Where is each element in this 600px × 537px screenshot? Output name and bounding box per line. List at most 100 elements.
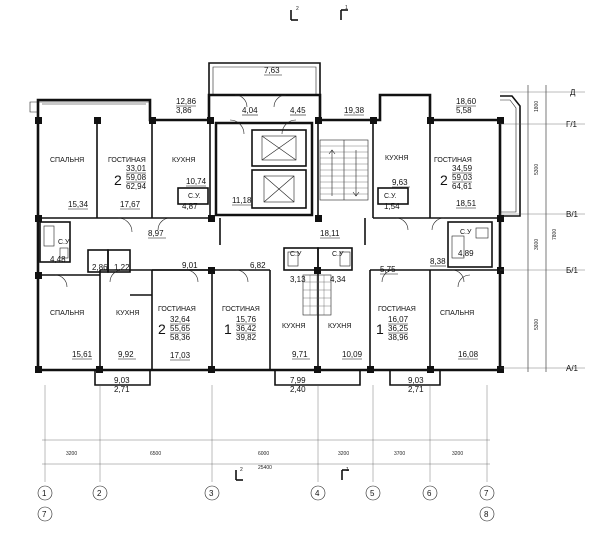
axis-bubble-2: 2 (97, 489, 102, 498)
axis-bubble-4: 4 (315, 489, 320, 498)
toilet-kitchen-right (377, 187, 409, 205)
living-area: 15,76 (236, 315, 257, 324)
room-name: С.У (58, 239, 70, 246)
apartment-rooms: 2 (158, 321, 166, 337)
loggias-bottom (94, 370, 441, 386)
axis-bubble-7b: 7 (42, 510, 47, 519)
room-name: КУХНЯ (172, 157, 195, 164)
dim-bottom-0: 3200 (66, 451, 77, 457)
apartment-rooms: 2 (440, 172, 448, 188)
misc-area-labels: 7,63 12,86 3,86 18,60 5,58 4,04 4,45 19,… (50, 66, 477, 394)
room-name: СПАЛЬНЯ (440, 310, 474, 317)
axis-bubble-7: 7 (484, 489, 489, 498)
area-label: 7,99 (290, 376, 306, 385)
room-area: 10,74 (186, 177, 207, 186)
dim-total: 25400 (258, 465, 272, 471)
axis-label-b1: Б/1 (566, 266, 578, 275)
area-label: 4,89 (458, 249, 474, 258)
section-mark-top-left: 2 (290, 6, 299, 21)
axis-bubble-8: 8 (484, 510, 489, 519)
total-area: 36,42 (236, 324, 257, 333)
interior-walls (38, 120, 500, 370)
room-name: ГОСТИНАЯ (378, 306, 416, 313)
columns (35, 117, 504, 373)
toilet-kitchen-left (177, 187, 209, 205)
room-name: СПАЛЬНЯ (50, 157, 84, 164)
room-area: 17,67 (120, 200, 141, 209)
section-mark-bottom-right: 1 (341, 467, 349, 480)
apartment-rooms: 2 (114, 172, 122, 188)
room-area: 10,09 (342, 350, 363, 359)
area-label: 18,11 (320, 229, 340, 238)
area-label: 9,03 (408, 376, 424, 385)
axis-bubble-3: 3 (209, 489, 214, 498)
gross-area: 62,94 (126, 182, 147, 191)
area-label: 2,71 (114, 385, 130, 394)
living-area: 32,64 (170, 315, 191, 324)
area-label: 2,71 (408, 385, 424, 394)
room-name: ГОСТИНАЯ (108, 157, 146, 164)
room-name: КУХНЯ (328, 323, 351, 330)
gross-area: 39,82 (236, 333, 257, 342)
gross-area: 64,61 (452, 182, 473, 191)
core-elevators (214, 121, 314, 217)
section-mark-label: 2 (296, 6, 299, 12)
area-label: 2,40 (290, 385, 306, 394)
area-label: 4,34 (330, 275, 346, 284)
area-label: 9,01 (182, 261, 198, 270)
axis-label-g1: Г/1 (566, 120, 578, 129)
bottom-axis-bubbles: 1 2 3 4 5 6 7 7 8 (37, 485, 495, 522)
room-name: КУХНЯ (282, 323, 305, 330)
area-label: 9,03 (114, 376, 130, 385)
axis-label-a1: А/1 (566, 364, 579, 373)
axis-bubble-5: 5 (370, 489, 375, 498)
section-mark-label: 2 (240, 467, 243, 473)
staircase (319, 139, 369, 201)
area-label: 5,75 (380, 265, 396, 274)
outer-walls (36, 93, 502, 372)
dim-right-3: 3600 (534, 239, 540, 250)
section-mark-label: 1 (346, 467, 349, 473)
room-name: ГОСТИНАЯ (222, 306, 260, 313)
room-name: С.У. (384, 193, 397, 200)
area-label: 1,54 (384, 202, 400, 211)
room-name: ГОСТИНАЯ (158, 306, 196, 313)
area-label: 11,18 (232, 196, 252, 205)
dim-bottom-4: 3700 (394, 451, 405, 457)
total-area: 59,03 (452, 173, 473, 182)
axis-label-v1: В/1 (566, 210, 579, 219)
room-area: 16,08 (458, 350, 479, 359)
bathroom-right (447, 221, 493, 268)
gross-area: 58,36 (170, 333, 191, 342)
room-name: КУХНЯ (385, 155, 408, 162)
apartment-rooms: 1 (224, 321, 232, 337)
toilet-small-left (87, 249, 131, 273)
room-name: С.У (290, 251, 302, 258)
top-balcony (208, 62, 321, 95)
dim-bottom-2: 6000 (258, 451, 269, 457)
area-label: 7,63 (264, 66, 280, 75)
area-label: 4,87 (182, 202, 198, 211)
room-area: 18,51 (456, 199, 477, 208)
balcony-top-left (29, 101, 150, 113)
room-name: КУХНЯ (116, 310, 139, 317)
room-name: С.У. (188, 193, 201, 200)
room-area: 9,92 (118, 350, 134, 359)
dim-right-2: 7800 (552, 229, 558, 240)
area-label: 4,48 (50, 255, 66, 264)
room-area: 15,34 (68, 200, 89, 209)
ventilation-shafts (302, 274, 332, 316)
living-area: 34,59 (452, 164, 473, 173)
area-label: 1,22 (114, 263, 130, 272)
section-mark-top-right: 1 (340, 5, 348, 20)
dim-right-0: 1800 (534, 101, 540, 112)
living-area: 16,07 (388, 315, 409, 324)
living-area: 33,01 (126, 164, 147, 173)
area-label: 8,97 (148, 229, 164, 238)
dim-bottom-1: 6500 (150, 451, 161, 457)
bathroom-center (283, 247, 353, 271)
area-label: 8,38 (430, 257, 446, 266)
right-axis-labels: Д Г/1 В/1 Б/1 А/1 (566, 88, 579, 373)
room-area: 9,63 (392, 178, 408, 187)
